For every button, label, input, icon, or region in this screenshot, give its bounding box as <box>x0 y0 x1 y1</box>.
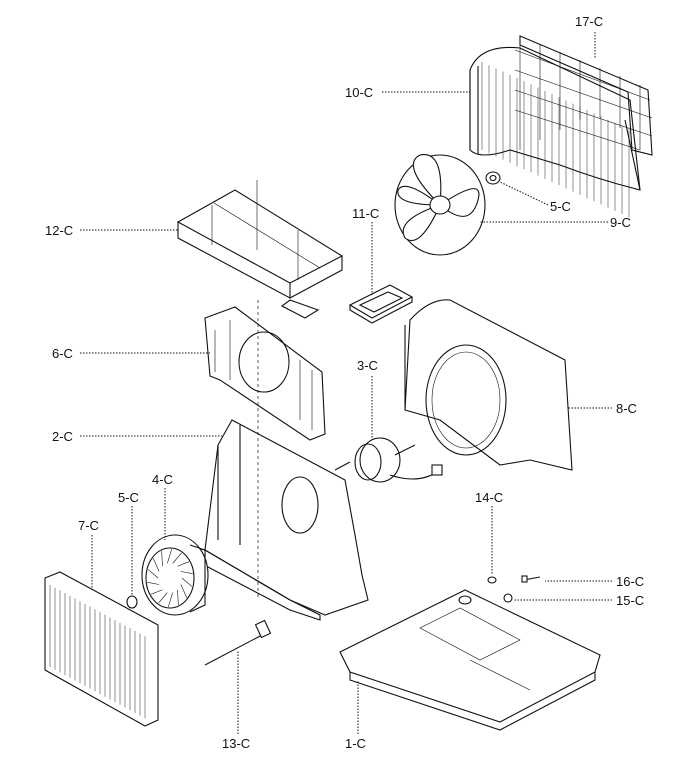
part-6-c-orifice-panel <box>204 306 326 441</box>
label-15-c: 15-C <box>616 593 644 608</box>
leader-5-c-upper <box>499 181 549 206</box>
label-5-c-upper: 5-C <box>550 199 571 214</box>
label-1-c: 1-C <box>345 736 366 751</box>
label-3-c: 3-C <box>357 358 378 373</box>
leader-lines <box>80 32 612 734</box>
part-2-c-housing <box>184 300 369 621</box>
part-labels: 17-C 10-C 5-C 9-C 12-C 11-C 6-C 3-C 8-C … <box>45 14 644 751</box>
label-12-c: 12-C <box>45 223 73 238</box>
part-10-c-condenser <box>469 46 641 218</box>
part-9-c-condenser-fan <box>394 154 486 256</box>
part-5-c-bushing-upper <box>485 171 501 185</box>
part-8-c-shroud <box>404 299 573 471</box>
part-13-c-shaft <box>204 619 272 666</box>
part-4-c-blower-wheel <box>141 534 209 616</box>
part-12-c-filter-frame <box>176 180 344 319</box>
label-2-c: 2-C <box>52 429 73 444</box>
label-4-c: 4-C <box>152 472 173 487</box>
part-14-c-screw <box>487 576 497 584</box>
label-8-c: 8-C <box>616 401 637 416</box>
label-7-c: 7-C <box>78 518 99 533</box>
label-5-c-lower: 5-C <box>118 490 139 505</box>
part-7-c-evaporator <box>44 571 159 727</box>
label-13-c: 13-C <box>222 736 250 751</box>
part-15-c-nut <box>503 593 513 603</box>
label-11-c: 11-C <box>352 206 379 221</box>
part-16-c-bolt <box>521 575 541 583</box>
part-17-c-grille <box>514 35 653 156</box>
label-6-c: 6-C <box>52 346 73 361</box>
label-10-c: 10-C <box>345 85 373 100</box>
part-3-c-fan-motor <box>334 437 443 483</box>
label-17-c: 17-C <box>575 14 603 29</box>
label-9-c: 9-C <box>610 215 631 230</box>
label-16-c: 16-C <box>616 574 644 589</box>
part-1-c-base <box>339 589 601 731</box>
part-5-c-bushing-lower <box>126 595 138 609</box>
label-14-c: 14-C <box>475 490 503 505</box>
part-11-c-bracket <box>348 284 414 324</box>
